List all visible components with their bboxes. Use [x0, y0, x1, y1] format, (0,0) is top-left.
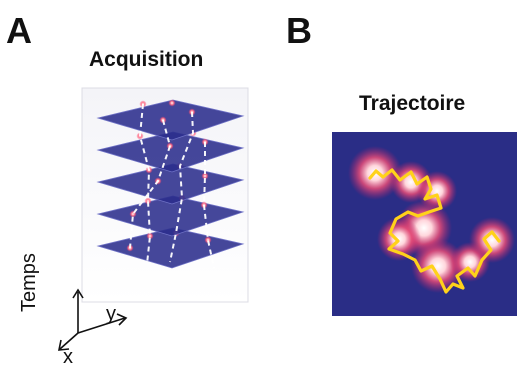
y-axis-head — [116, 313, 128, 326]
acquisition-plane — [96, 99, 245, 141]
acquisition-stack — [81, 87, 249, 303]
fluorescent-spot — [166, 142, 174, 150]
x-axis-label: x — [63, 346, 73, 368]
x-axis-head — [58, 339, 70, 351]
trajectory-path — [368, 168, 501, 294]
molecule-glow — [411, 239, 465, 293]
molecule-glow — [469, 217, 515, 263]
track-dash — [169, 111, 195, 263]
trajectory-title: Trajectoire — [359, 92, 466, 115]
fluorescent-spot — [136, 132, 144, 140]
y-axis-label: y — [106, 303, 116, 325]
fluorescent-spot — [146, 232, 154, 240]
track-dash — [138, 103, 152, 265]
trajectory-panel — [332, 132, 517, 316]
fluorescent-spot — [144, 197, 152, 205]
track-dash — [129, 119, 172, 249]
y-axis-arrow — [77, 317, 126, 334]
fluorescent-spot — [168, 99, 176, 107]
track-dash — [202, 142, 215, 269]
time-axis-head — [72, 288, 84, 299]
x-axis-arrow — [59, 332, 79, 350]
fluorescent-spot — [201, 172, 209, 180]
panel-b-letter: B — [286, 10, 312, 51]
panel-a-letter: A — [6, 10, 32, 51]
time-axis-label: Temps — [18, 253, 40, 312]
coordinate-axes — [58, 288, 128, 351]
acquisition-title: Acquisition — [89, 48, 204, 71]
trajectory-dashes — [129, 103, 215, 269]
fluorescent-spot — [204, 236, 212, 244]
